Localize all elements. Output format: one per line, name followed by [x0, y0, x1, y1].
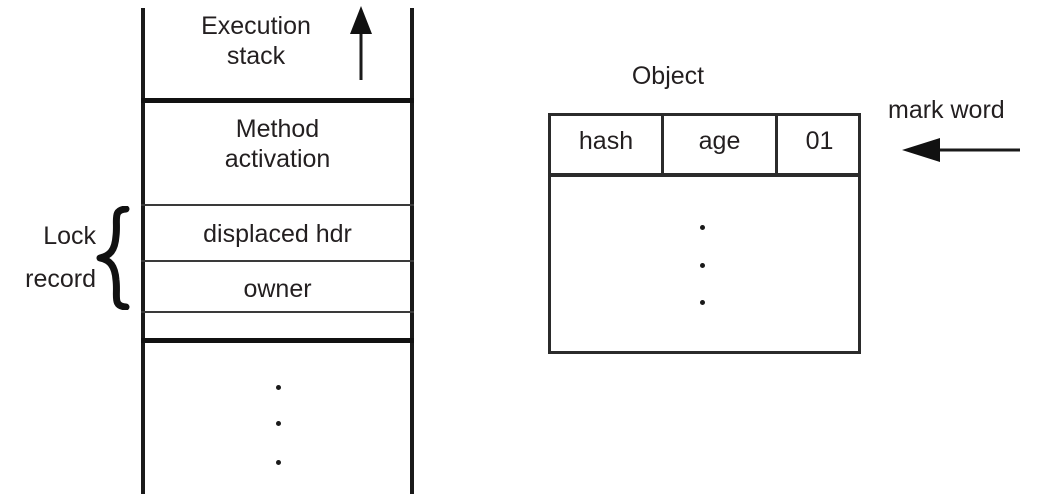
mark-word-cell-divider	[775, 113, 778, 176]
stack-ellipsis-dot	[276, 421, 281, 426]
stack-left-border	[141, 8, 145, 494]
stack-divider-owner-top	[141, 260, 414, 262]
arrow-up-icon	[350, 6, 372, 80]
stack-ellipsis-dot	[276, 460, 281, 465]
object-ellipsis-dot	[700, 225, 705, 230]
object-ellipsis-dot	[700, 263, 705, 268]
method-activation-line1: Method	[235, 115, 320, 143]
stack-ellipsis-dot	[276, 385, 281, 390]
curly-brace-icon	[96, 206, 130, 310]
mark-word-cell-lock-bits: 01	[805, 127, 834, 155]
stack-divider-displaced-top	[141, 204, 414, 206]
object-body-box	[548, 174, 861, 354]
stack-divider-top	[141, 98, 414, 103]
frame-label-owner: owner	[243, 275, 312, 303]
lock-record-label-line2: record	[25, 265, 96, 293]
object-title: Object	[631, 62, 705, 90]
execution-stack-title-line1: Execution	[201, 12, 311, 40]
mark-word-cell-hash: hash	[578, 127, 634, 155]
stack-divider-bottom	[141, 338, 414, 343]
execution-stack-title-line2: stack	[226, 41, 286, 70]
object-mark-word-row	[548, 113, 861, 176]
frame-label-displaced-hdr: displaced hdr	[203, 220, 352, 248]
lock-record-label-line1: Lock	[43, 222, 96, 250]
object-ellipsis-dot	[700, 300, 705, 305]
frame-label-method-activation: Method activation	[145, 115, 410, 174]
arrow-left-icon	[902, 138, 1020, 162]
method-activation-line2: activation	[224, 144, 331, 173]
mark-word-callout-label: mark word	[888, 96, 1005, 124]
mark-word-cell-age: age	[698, 127, 741, 155]
mark-word-cell-divider	[661, 113, 664, 176]
stack-divider-owner-bottom	[141, 311, 414, 313]
stack-right-border	[410, 8, 414, 494]
execution-stack-title: Execution stack	[141, 12, 371, 71]
